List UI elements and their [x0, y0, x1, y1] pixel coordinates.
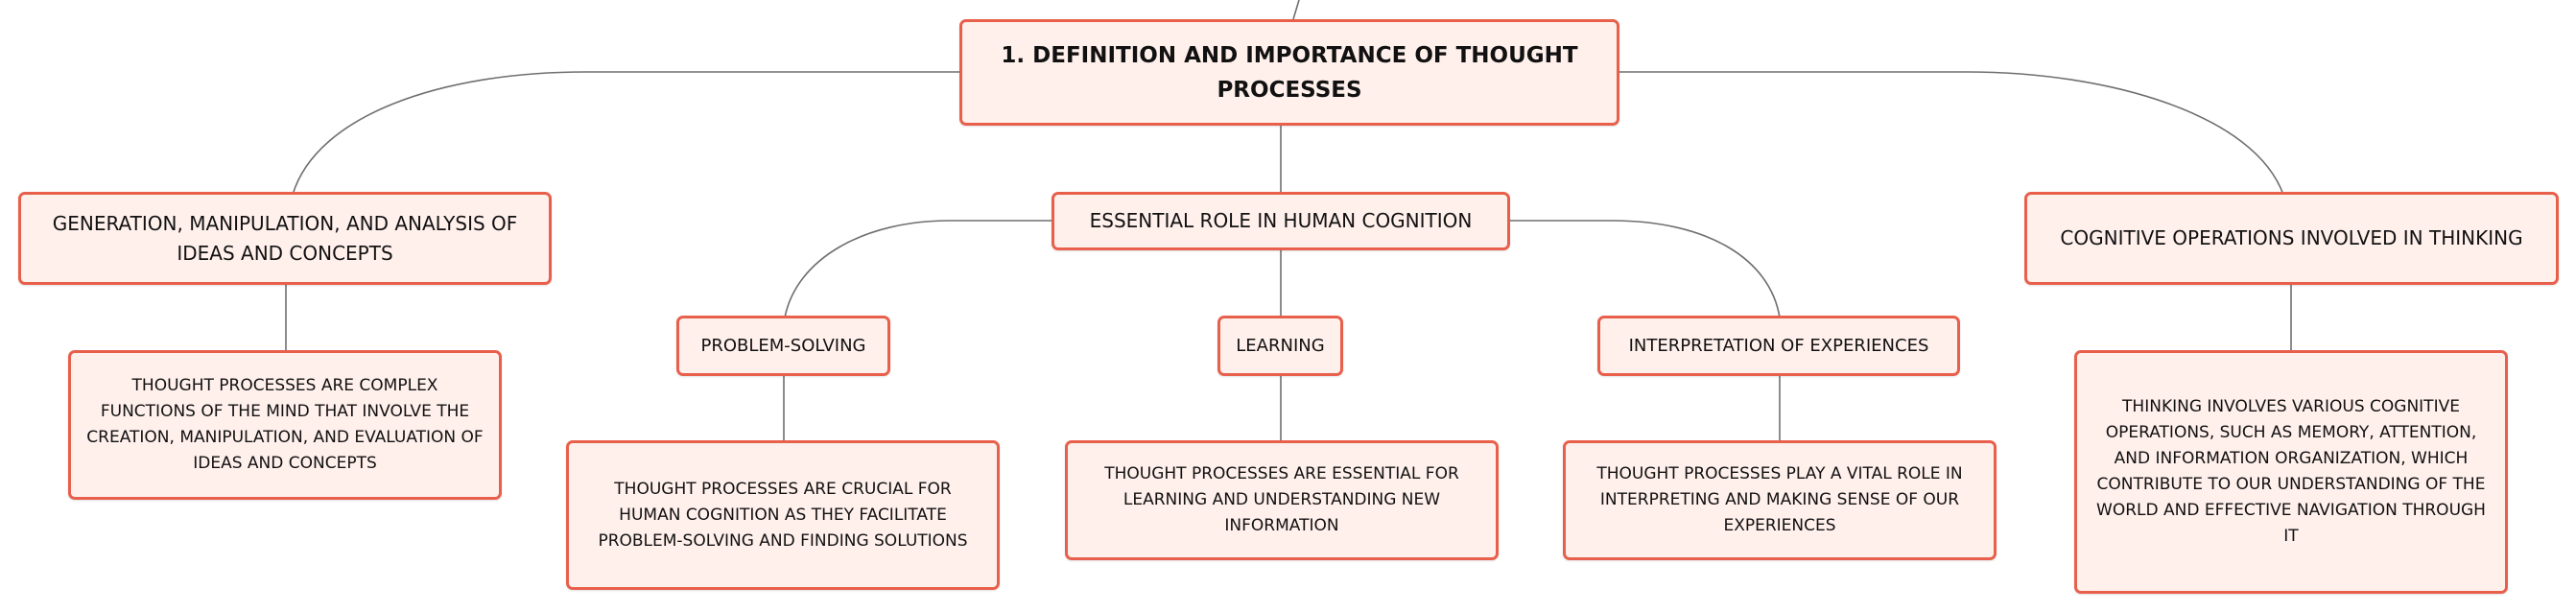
- branch-center-node[interactable]: ESSENTIAL ROLE IN HUMAN COGNITION: [1052, 192, 1510, 250]
- connector-center-to-interpretation: [1509, 220, 1781, 318]
- branch-left-detail-label: THOUGHT PROCESSES ARE COMPLEX FUNCTIONS …: [86, 376, 484, 473]
- branch-right-detail-label: THINKING INVOLVES VARIOUS COGNITIVE OPER…: [2096, 397, 2486, 546]
- interpretation-detail-label: THOUGHT PROCESSES PLAY A VITAL ROLE IN I…: [1596, 464, 1963, 535]
- connector-central-to-right: [1617, 71, 2284, 196]
- branch-left-node[interactable]: GENERATION, MANIPULATION, AND ANALYSIS O…: [18, 192, 552, 285]
- learning-label: LEARNING: [1236, 336, 1325, 356]
- branch-right-detail-node[interactable]: THINKING INVOLVES VARIOUS COGNITIVE OPER…: [2074, 350, 2508, 594]
- learning-detail-node[interactable]: THOUGHT PROCESSES ARE ESSENTIAL FOR LEAR…: [1065, 440, 1499, 560]
- interpretation-detail-node[interactable]: THOUGHT PROCESSES PLAY A VITAL ROLE IN I…: [1563, 440, 1997, 560]
- branch-left-detail-node[interactable]: THOUGHT PROCESSES ARE COMPLEX FUNCTIONS …: [68, 350, 502, 500]
- branch-right-label: COGNITIVE OPERATIONS INVOLVED IN THINKIN…: [2060, 226, 2523, 249]
- central-topic-label: 1. DEFINITION AND IMPORTANCE OF THOUGHT …: [1001, 42, 1578, 103]
- interpretation-node[interactable]: INTERPRETATION OF EXPERIENCES: [1597, 316, 1960, 376]
- branch-center-label: ESSENTIAL ROLE IN HUMAN COGNITION: [1089, 209, 1473, 232]
- interpretation-label: INTERPRETATION OF EXPERIENCES: [1628, 336, 1929, 356]
- problem-solving-label: PROBLEM-SOLVING: [700, 336, 866, 356]
- connector-root-to-central: [1292, 0, 1300, 20]
- problem-solving-detail-node[interactable]: THOUGHT PROCESSES ARE CRUCIAL FOR HUMAN …: [566, 440, 1000, 590]
- problem-solving-detail-label: THOUGHT PROCESSES ARE CRUCIAL FOR HUMAN …: [598, 479, 968, 551]
- connector-center-to-problem-solving: [784, 220, 1053, 318]
- problem-solving-node[interactable]: PROBLEM-SOLVING: [676, 316, 890, 376]
- learning-node[interactable]: LEARNING: [1217, 316, 1343, 376]
- connector-central-to-left: [292, 71, 961, 196]
- branch-right-node[interactable]: COGNITIVE OPERATIONS INVOLVED IN THINKIN…: [2024, 192, 2559, 285]
- branch-left-label: GENERATION, MANIPULATION, AND ANALYSIS O…: [52, 211, 518, 265]
- central-topic-node[interactable]: 1. DEFINITION AND IMPORTANCE OF THOUGHT …: [959, 19, 1619, 126]
- learning-detail-label: THOUGHT PROCESSES ARE ESSENTIAL FOR LEAR…: [1104, 464, 1459, 535]
